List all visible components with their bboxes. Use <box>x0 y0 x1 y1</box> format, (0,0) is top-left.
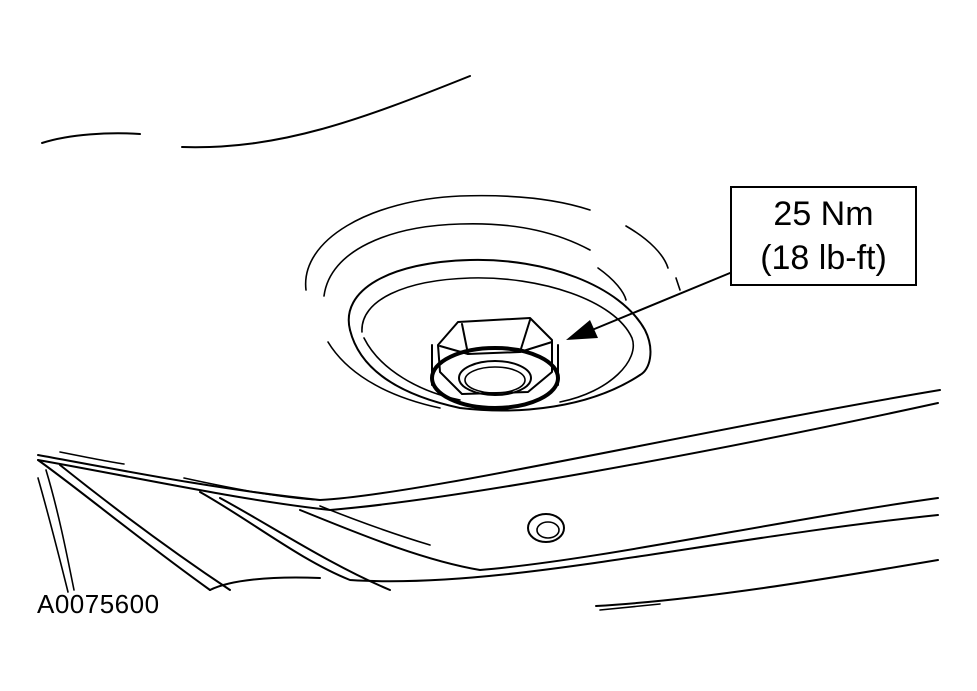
callout-leader-arrow <box>566 272 731 340</box>
torque-callout: 25 Nm (18 lb-ft) <box>730 186 917 286</box>
flange-nut <box>430 317 560 410</box>
mounting-recess <box>304 194 681 412</box>
figure-id-label: A0075600 <box>37 589 160 619</box>
torque-imperial-value: (18 lb-ft) <box>760 239 887 277</box>
torque-metric-value: 25 Nm <box>773 195 874 233</box>
frame-hole <box>527 513 565 543</box>
body-panel-lines <box>41 75 471 149</box>
frame-member <box>37 389 941 611</box>
